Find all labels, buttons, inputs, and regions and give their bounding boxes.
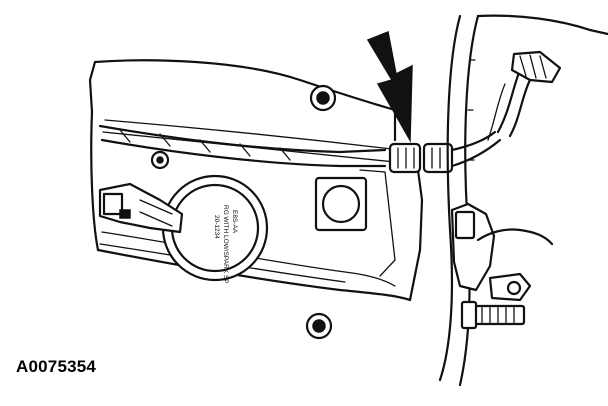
lower-bolt <box>305 312 333 340</box>
figure-reference-code: A0075354 <box>16 357 97 376</box>
cap-text-line2: RG WITH LOW/SPARK SP <box>222 205 229 284</box>
upper-right-harness <box>487 50 562 141</box>
valve-cover <box>88 59 424 302</box>
electrical-connector <box>388 130 502 174</box>
upper-bolt <box>309 84 337 112</box>
left-connector <box>98 182 184 234</box>
sensor-bracket <box>450 202 554 302</box>
wire-harness <box>98 124 387 168</box>
cap-text-line1: E8S-AA <box>231 210 238 234</box>
cap-text-line3: 20-1234 <box>213 215 220 239</box>
pointer-arrow <box>366 30 413 143</box>
threaded-stud <box>460 300 526 330</box>
square-boss <box>314 176 368 232</box>
boss-plug <box>150 150 170 170</box>
